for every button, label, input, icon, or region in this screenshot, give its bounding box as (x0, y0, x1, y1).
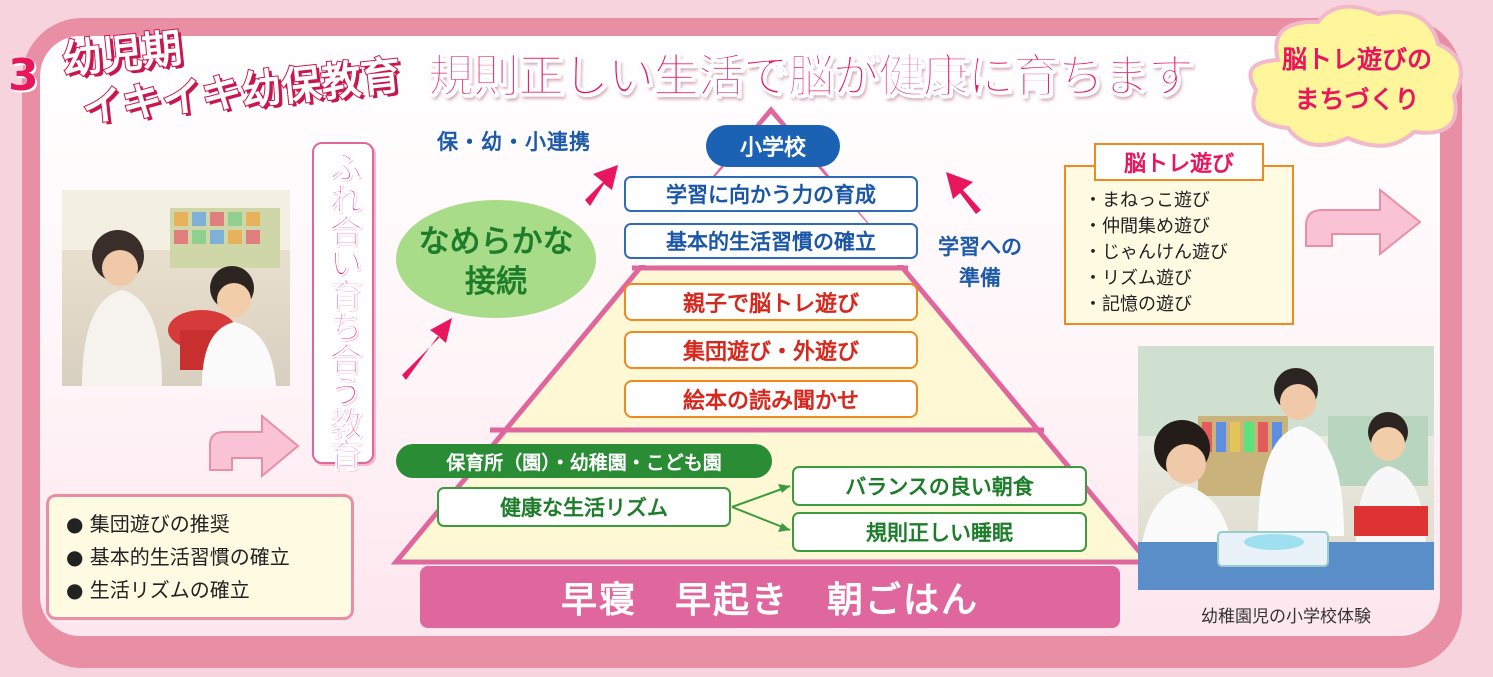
photo-school-experience (1138, 346, 1434, 590)
curved-arrow-right-icon (1305, 187, 1422, 257)
smooth-line-2: 接続 (465, 264, 527, 300)
section-number: 3 (8, 50, 40, 102)
cloud-bubble (1248, 4, 1464, 148)
list-item: ・リズム遊び (1084, 268, 1192, 289)
learning-prep-line-1: 学習への (938, 235, 1022, 259)
brain-training-box (1064, 165, 1294, 325)
photo-children-playing (62, 190, 290, 386)
kindergarten-item-2: 集団遊び・外遊び (624, 331, 918, 369)
list-item: ● 生活リズムの確立 (66, 578, 250, 602)
elementary-school-badge: 小学校 (706, 125, 840, 167)
arrow-up-left-prep (946, 172, 981, 214)
left-bullet-box (46, 494, 354, 620)
photo-left-illustration (62, 190, 290, 386)
main-title: 規則正しい生活で脳が健康に育ちます (428, 49, 1195, 104)
base-bar: 早寝 早起き 朝ごはん (420, 566, 1120, 628)
smooth-connection-text: なめらかな 接続 (396, 222, 596, 302)
list-item: ・じゃんけん遊び (1084, 242, 1228, 263)
health-sleep-box: 規則正しい睡眠 (792, 512, 1087, 552)
branch-arrowhead-down (778, 523, 790, 532)
left-bullet-list: ● 集団遊びの推奨 ● 基本的生活習慣の確立 ● 生活リズムの確立 (66, 508, 290, 607)
kindergarten-item-1: 親子で脳トレ遊び (624, 283, 918, 321)
branch-connector (731, 485, 791, 531)
learning-prep-label: 学習への 準備 (938, 232, 1022, 294)
vertical-label-text: ふれ合い育ち合う教育 (324, 150, 364, 471)
list-item: ・まねっこ遊び (1084, 190, 1210, 211)
branch-arrowhead-up (778, 484, 790, 493)
list-item: ● 基本的生活習慣の確立 (66, 545, 290, 569)
list-item: ● 集団遊びの推奨 (66, 512, 230, 536)
vertical-label-box (312, 142, 374, 464)
elementary-item-2: 基本的生活習慣の確立 (624, 223, 918, 259)
liaison-label: 保・幼・小連携 (437, 130, 591, 154)
arrow-up-right-left (402, 318, 452, 380)
kindergarten-item-3: 絵本の読み聞かせ (624, 380, 918, 418)
brain-training-title: 脳トレ遊び (1094, 143, 1264, 181)
cloud-line-2: まちづくり (1294, 85, 1420, 114)
curved-arrow-left-icon (209, 413, 300, 479)
brain-training-list: ・まねっこ遊び ・仲間集め遊び ・じゃんけん遊び ・リズム遊び ・記憶の遊び (1084, 188, 1228, 318)
nursery-label: 保育所（園）・幼稚園・こども園 (396, 444, 772, 478)
health-breakfast-box: バランスの良い朝食 (792, 466, 1087, 506)
cloud-text: 脳トレ遊びの まちづくり (1262, 40, 1452, 120)
health-rhythm-box: 健康な生活リズム (437, 487, 731, 527)
smooth-connection-oval (396, 200, 596, 318)
photo-right-illustration (1138, 346, 1434, 590)
smooth-line-1: なめらかな (418, 224, 574, 260)
list-item: ・仲間集め遊び (1084, 216, 1210, 237)
arrow-up-right-top (585, 165, 618, 206)
learning-prep-line-2: 準備 (959, 266, 1001, 290)
list-item: ・記憶の遊び (1084, 294, 1192, 315)
photo-caption: 幼稚園児の小学校体験 (1201, 607, 1371, 627)
elementary-item-1: 学習に向かう力の育成 (624, 176, 918, 212)
cloud-line-1: 脳トレ遊びの (1281, 45, 1432, 74)
